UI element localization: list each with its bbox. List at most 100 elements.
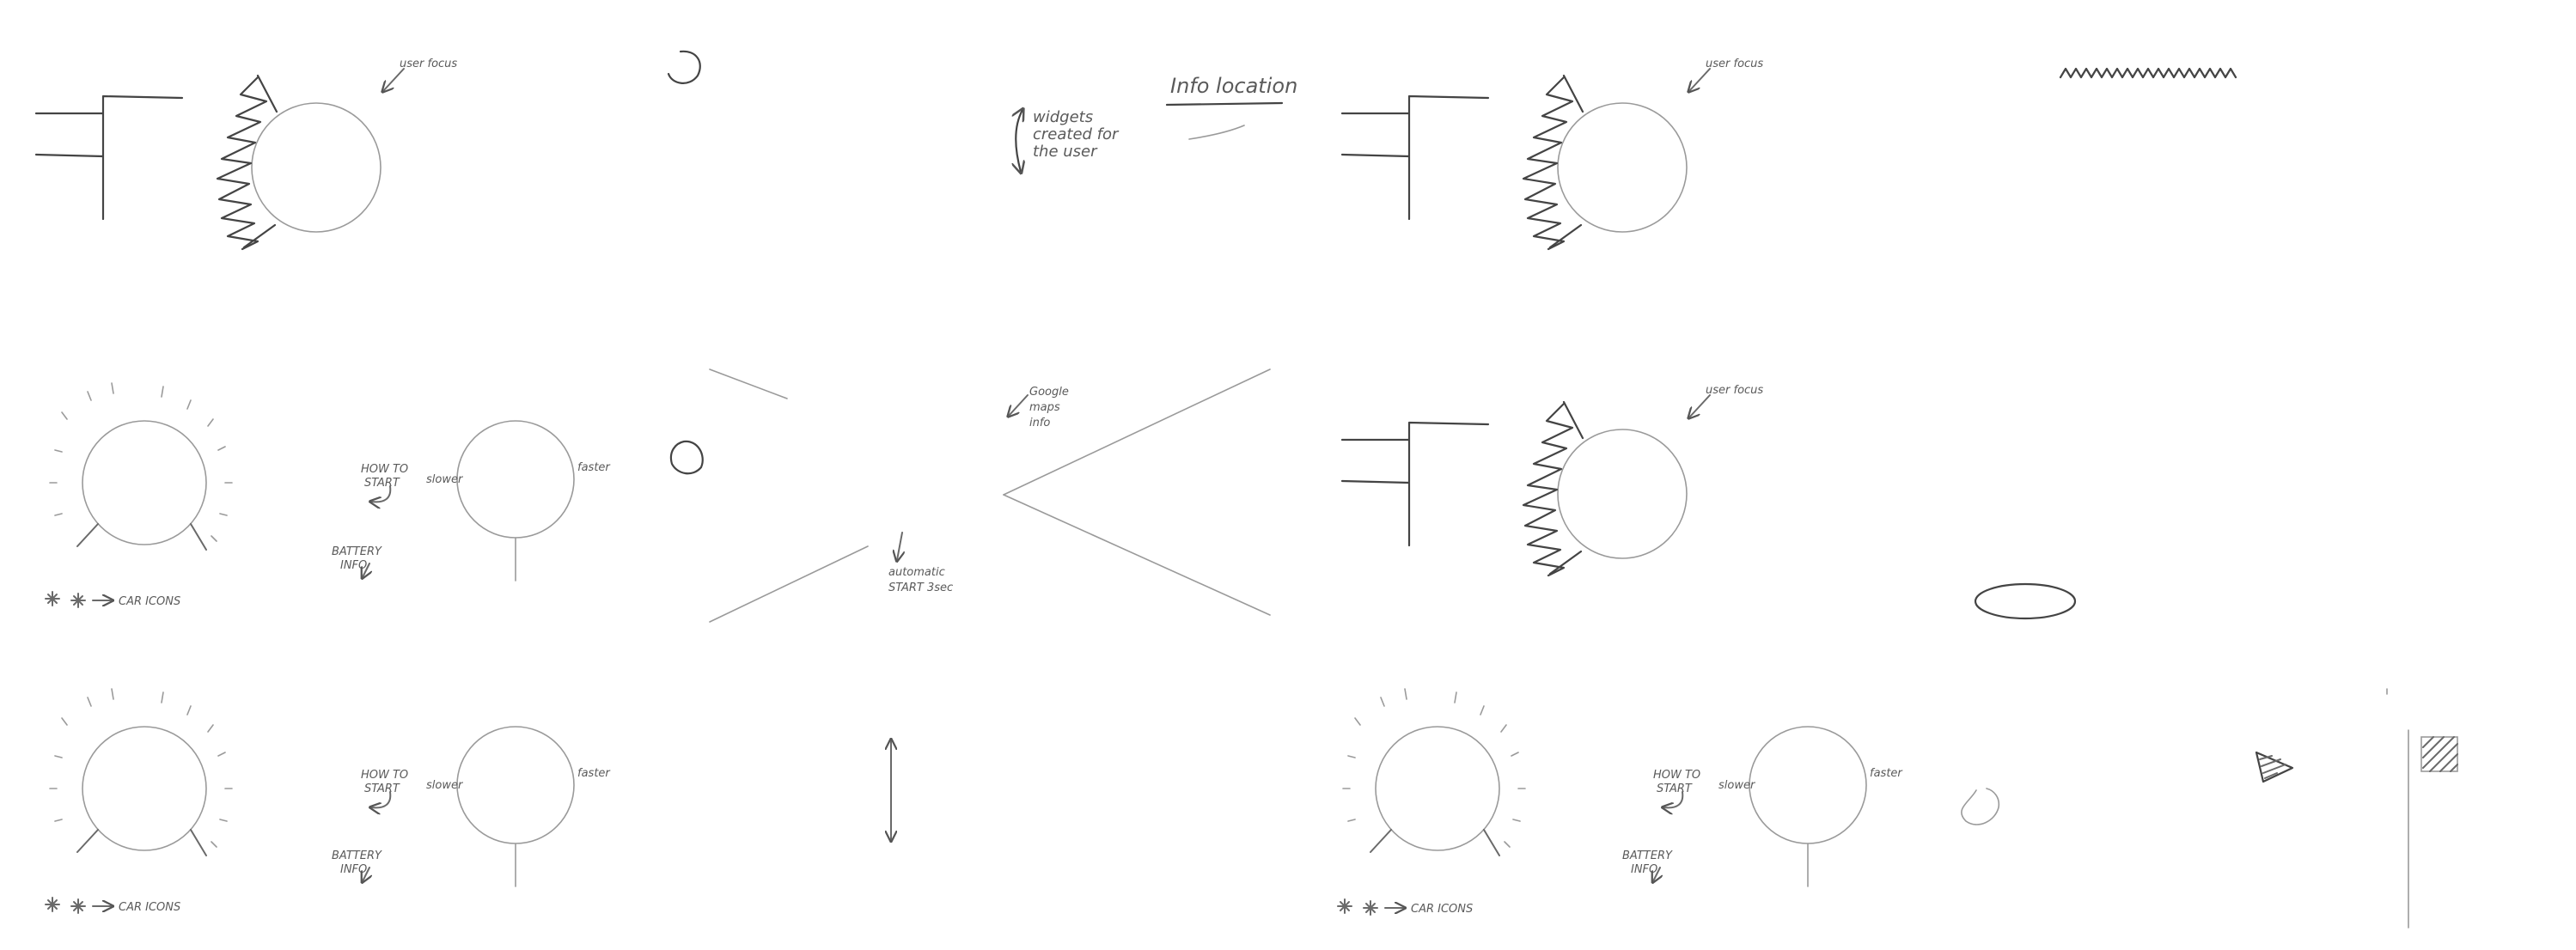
partial-circle — [1961, 788, 2000, 825]
dial-legs — [76, 829, 207, 856]
widgets-note-line-1: widgets — [1033, 108, 1093, 126]
user-focus-arrow — [383, 68, 405, 91]
car-icons-label: CAR ICONS — [119, 595, 180, 608]
bracket-lines — [1340, 421, 1490, 547]
hatched-square — [2420, 736, 2458, 772]
how-to-start-line-2: START — [364, 477, 400, 490]
speed-dial-circle — [82, 420, 207, 545]
bracket-lines — [1340, 94, 1490, 221]
dial-ticks — [1342, 688, 1526, 848]
user-focus-arrow — [1689, 394, 1711, 417]
slower-faster-dial-c: slower faster — [1718, 726, 1903, 887]
car-icons-row-b: CAR ICONS — [45, 897, 180, 914]
how-to-start-line-1: HOW TO — [361, 463, 408, 476]
arc-edge — [1548, 400, 1584, 575]
how-to-start-line-2: START — [1657, 783, 1693, 795]
car-icons-label: CAR ICONS — [119, 901, 180, 914]
faster-label: faster — [577, 461, 611, 474]
how-to-start-note-a: HOW TO START BATTERY INFO — [332, 463, 408, 577]
slower-label: slower — [426, 473, 464, 486]
slower-faster-circle — [456, 726, 575, 844]
widgets-arrow — [1016, 110, 1022, 172]
widgets-note-line-2: created for — [1033, 125, 1120, 143]
info-location-stroke — [1188, 125, 1245, 140]
battery-info-arrow — [363, 867, 369, 881]
user-focus-arrow — [1689, 68, 1711, 91]
how-to-start-arrow — [371, 485, 392, 502]
how-to-start-note-c: HOW TO START BATTERY INFO — [1622, 769, 1700, 881]
automatic-start-note: automatic START 3sec — [888, 532, 953, 594]
hatched-triangle — [2255, 751, 2294, 783]
faster-label: faster — [577, 767, 611, 780]
gear-icon — [45, 897, 60, 912]
google-maps-line-1: Google — [1029, 386, 1069, 399]
info-location-underline — [1165, 101, 1284, 107]
map-line-upper-right — [1003, 368, 1271, 496]
automatic-start-line-2: START 3sec — [888, 582, 953, 594]
small-loop-mid — [669, 440, 704, 475]
hatched-arc — [1522, 402, 1574, 577]
info-location-label: Info location — [1170, 74, 1297, 98]
how-to-start-arrow — [1663, 791, 1684, 807]
gear-icon — [45, 591, 60, 606]
battery-info-arrow — [1653, 867, 1660, 881]
hatched-arc — [1522, 76, 1574, 251]
slower-label: slower — [1718, 779, 1756, 792]
user-focus-note: user focus — [1706, 384, 1763, 397]
automatic-start-line-1: automatic — [888, 566, 945, 579]
small-loop-top — [667, 50, 701, 84]
slower-faster-dial-a: slower faster — [426, 420, 611, 582]
battery-info-line-1: BATTERY — [332, 850, 382, 862]
battery-info-line-1: BATTERY — [1622, 850, 1673, 862]
widgets-note: widgets created for the user — [1016, 108, 1120, 172]
battery-info-line-2: INFO — [340, 559, 367, 572]
slower-label: slower — [426, 779, 464, 792]
speed-dial-circle — [82, 726, 207, 851]
gear-icon — [70, 898, 86, 914]
oval-shape — [1974, 582, 2077, 620]
user-focus-note: user focus — [1706, 58, 1763, 70]
speed-dial-sketch-a — [49, 382, 233, 551]
map-line-upper-left — [709, 368, 788, 399]
hatched-arc — [216, 76, 268, 251]
how-to-start-note-b: HOW TO START BATTERY INFO — [332, 769, 408, 881]
slower-faster-dial-b: slower faster — [426, 726, 611, 887]
google-maps-note: Google maps info — [1009, 386, 1069, 429]
automatic-start-arrow — [897, 532, 902, 560]
map-line-lower-right — [1003, 494, 1271, 616]
battery-info-arrow — [363, 563, 369, 577]
speed-dial-circle — [1375, 726, 1500, 851]
bracket-lines — [34, 94, 184, 221]
google-maps-line-3: info — [1029, 417, 1050, 429]
gear-icon — [1363, 900, 1378, 916]
how-to-start-line-1: HOW TO — [361, 769, 408, 782]
how-to-start-arrow — [371, 791, 392, 807]
car-icons-row-c: CAR ICONS — [1337, 898, 1473, 916]
arc-edge — [1548, 74, 1584, 249]
dial-circle — [1557, 102, 1688, 233]
dial-focus-sketch-a: user focus — [34, 58, 457, 251]
car-icons-row-a: CAR ICONS — [45, 591, 180, 608]
dial-legs — [1370, 829, 1500, 856]
google-maps-arrow — [1009, 394, 1029, 416]
dial-focus-sketch-b: user focus — [1340, 58, 1763, 251]
speed-dial-sketch-c — [1342, 688, 1526, 856]
dial-ticks — [49, 382, 233, 542]
info-location: Info location — [1165, 74, 1297, 140]
scribble-line — [2059, 67, 2237, 79]
widgets-note-line-3: the user — [1033, 143, 1098, 161]
car-icons-label: CAR ICONS — [1411, 903, 1473, 916]
speed-dial-sketch-b — [49, 688, 233, 856]
dial-circle — [251, 102, 382, 233]
battery-info-line-2: INFO — [1631, 863, 1657, 876]
map-line-lower-left — [709, 545, 869, 623]
dial-ticks — [49, 688, 233, 848]
google-maps-line-2: maps — [1029, 401, 1060, 414]
gear-icon — [1337, 898, 1352, 914]
dial-circle — [1557, 429, 1688, 559]
arc-edge — [242, 74, 278, 249]
gear-icon — [70, 593, 86, 608]
battery-info-line-2: INFO — [340, 863, 367, 876]
slower-faster-circle — [1749, 726, 1867, 844]
